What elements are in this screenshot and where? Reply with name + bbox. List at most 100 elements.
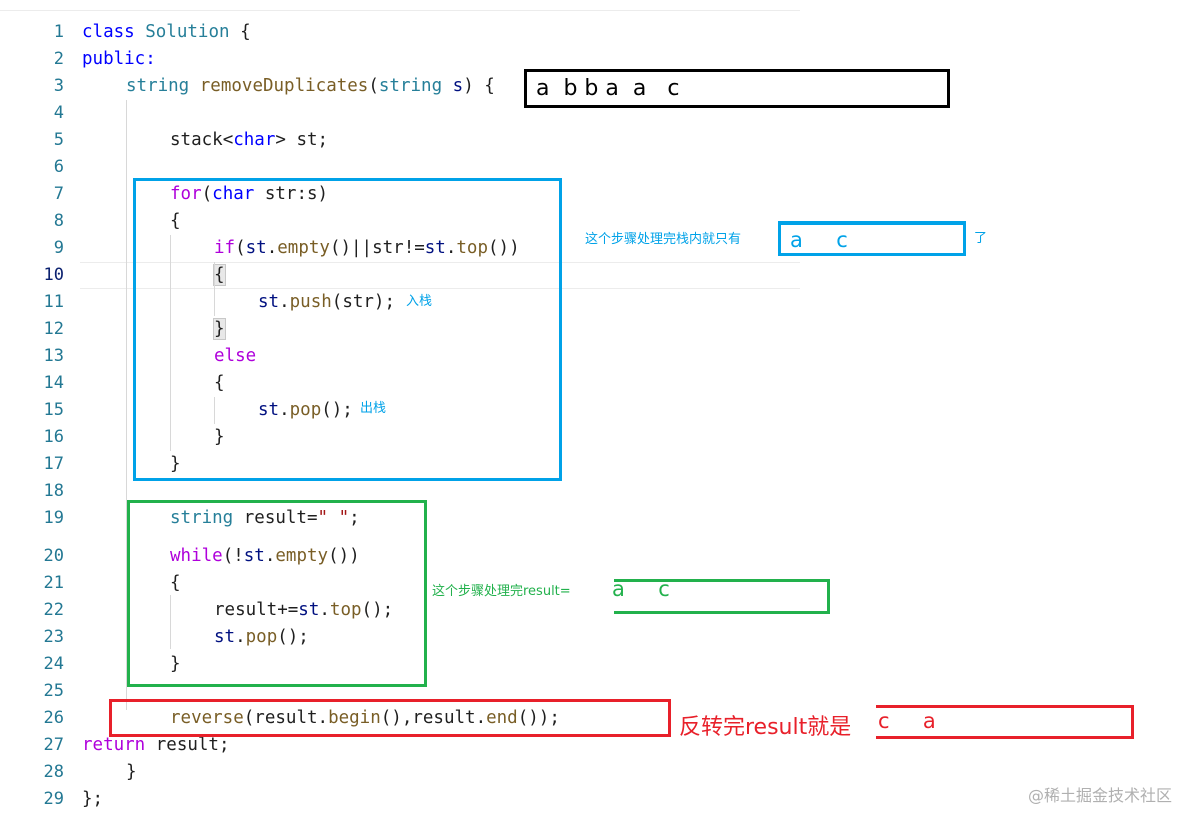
code-text[interactable]: string result=" "; [170,508,360,528]
code-line[interactable]: 3 string removeDuplicates(string s) { [0,73,800,100]
stack-value: a c [790,228,848,252]
line-number: 21 [43,573,64,593]
code-text[interactable]: stack<char> st; [170,130,329,150]
line-number: 11 [43,292,64,312]
code-text[interactable]: st.pop(); [214,627,309,647]
input-string-value: a b b a a c [536,76,680,101]
code-text[interactable]: } [214,427,225,447]
input-string-box [524,69,950,108]
line-number: 13 [43,346,64,366]
code-line[interactable]: 5 stack<char> st; [0,127,800,154]
line-number: 16 [43,427,64,447]
line-number: 17 [43,454,64,474]
indent-guide [214,262,215,316]
reverse-note: 反转完result就是 [679,715,852,740]
line-number: 24 [43,654,64,674]
code-line[interactable]: 16} [0,424,800,451]
code-text[interactable]: for(char str:s) [170,184,329,204]
code-line[interactable]: 1 class Solution { [0,19,800,46]
line-number: 23 [43,627,64,647]
line-number: 22 [43,600,64,620]
indent-guide [170,235,171,451]
code-text[interactable]: { [213,264,226,286]
code-line[interactable]: 17} [0,451,800,478]
code-text[interactable]: return result; [82,735,230,755]
code-text[interactable]: } [213,318,226,340]
code-line[interactable]: 6 [0,154,800,181]
code-line[interactable]: 22 result+=st.top(); [0,597,800,624]
code-line[interactable]: 14 { [0,370,800,397]
code-text[interactable]: }; [82,789,104,809]
code-text[interactable]: class Solution { [82,22,251,42]
line-number: 4 [53,103,64,123]
result-value: a c [612,577,670,601]
line-number: 14 [43,373,64,393]
code-text[interactable]: st.push(str); [258,292,395,312]
code-text[interactable]: } [126,762,137,782]
code-line[interactable]: 10{ [0,262,800,289]
code-line[interactable]: 24} [0,651,800,678]
code-line[interactable]: 11 st.push(str); [0,289,800,316]
line-number: 8 [53,211,64,231]
code-line[interactable]: 19 string result=" "; [0,505,800,532]
code-text[interactable]: { [170,573,181,593]
indent-guide [126,100,127,710]
reverse-value-box [876,705,1134,739]
code-text[interactable]: } [170,454,181,474]
watermark: @稀土掘金技术社区 [1027,786,1172,805]
code-line[interactable]: 15 st.pop(); [0,397,800,424]
line-number: 27 [43,735,64,755]
line-number: 7 [53,184,64,204]
code-line[interactable]: 8{ [0,208,800,235]
code-text[interactable]: reverse(result.begin(),result.end()); [170,708,560,728]
code-line[interactable]: 20 while(!st.empty()) [0,543,800,570]
code-line[interactable]: 27 return result; [0,732,800,759]
code-line[interactable]: 13 else [0,343,800,370]
code-line[interactable]: 29}; [0,786,800,813]
line-number: 3 [53,76,64,96]
code-line[interactable]: 21 { [0,570,800,597]
line-number: 20 [43,546,64,566]
code-text[interactable]: else [214,346,257,366]
line-number: 12 [43,319,64,339]
stack-note-suffix: 了 [974,231,988,246]
line-number: 18 [43,481,64,501]
code-line[interactable]: 23 st.pop(); [0,624,800,651]
editor-top-border [0,10,800,11]
code-text[interactable]: if(st.empty()||str!=st.top()) [214,238,520,258]
line-number: 29 [43,789,64,809]
line-number: 2 [53,49,64,69]
stack-value-box [778,221,966,256]
code-line[interactable]: 2 public: [0,46,800,73]
code-line[interactable]: 28} [0,759,800,786]
code-text[interactable]: while(!st.empty()) [170,546,360,566]
code-text[interactable]: public: [82,49,156,69]
code-text[interactable]: } [170,654,181,674]
code-text[interactable]: { [214,373,225,393]
code-text[interactable]: st.pop(); [258,400,353,420]
line-number: 6 [53,157,64,177]
code-text[interactable]: string removeDuplicates(string s) { [126,76,495,96]
reverse-value: c a [878,709,936,733]
line-number: 28 [43,762,64,782]
code-text[interactable]: { [170,211,181,231]
pop-note: 出栈 [360,401,387,416]
while-loop-highlight-box [127,500,427,687]
current-line-highlight [80,262,800,289]
line-number: 25 [43,681,64,701]
line-number: 19 [43,508,64,528]
result-value-box [614,579,830,614]
line-number: 15 [43,400,64,420]
code-line[interactable]: 25 [0,678,800,705]
code-line[interactable]: 18 [0,478,800,505]
code-text[interactable]: result+=st.top(); [214,600,394,620]
reverse-highlight-box [109,699,671,737]
code-line[interactable]: 4 [0,100,800,127]
line-number: 5 [53,130,64,150]
code-line[interactable]: 7 for(char str:s) [0,181,800,208]
line-number: 1 [53,22,64,42]
stack-result-note: 这个步骤处理完栈内就只有 [585,232,742,247]
code-line[interactable]: 12} [0,316,800,343]
